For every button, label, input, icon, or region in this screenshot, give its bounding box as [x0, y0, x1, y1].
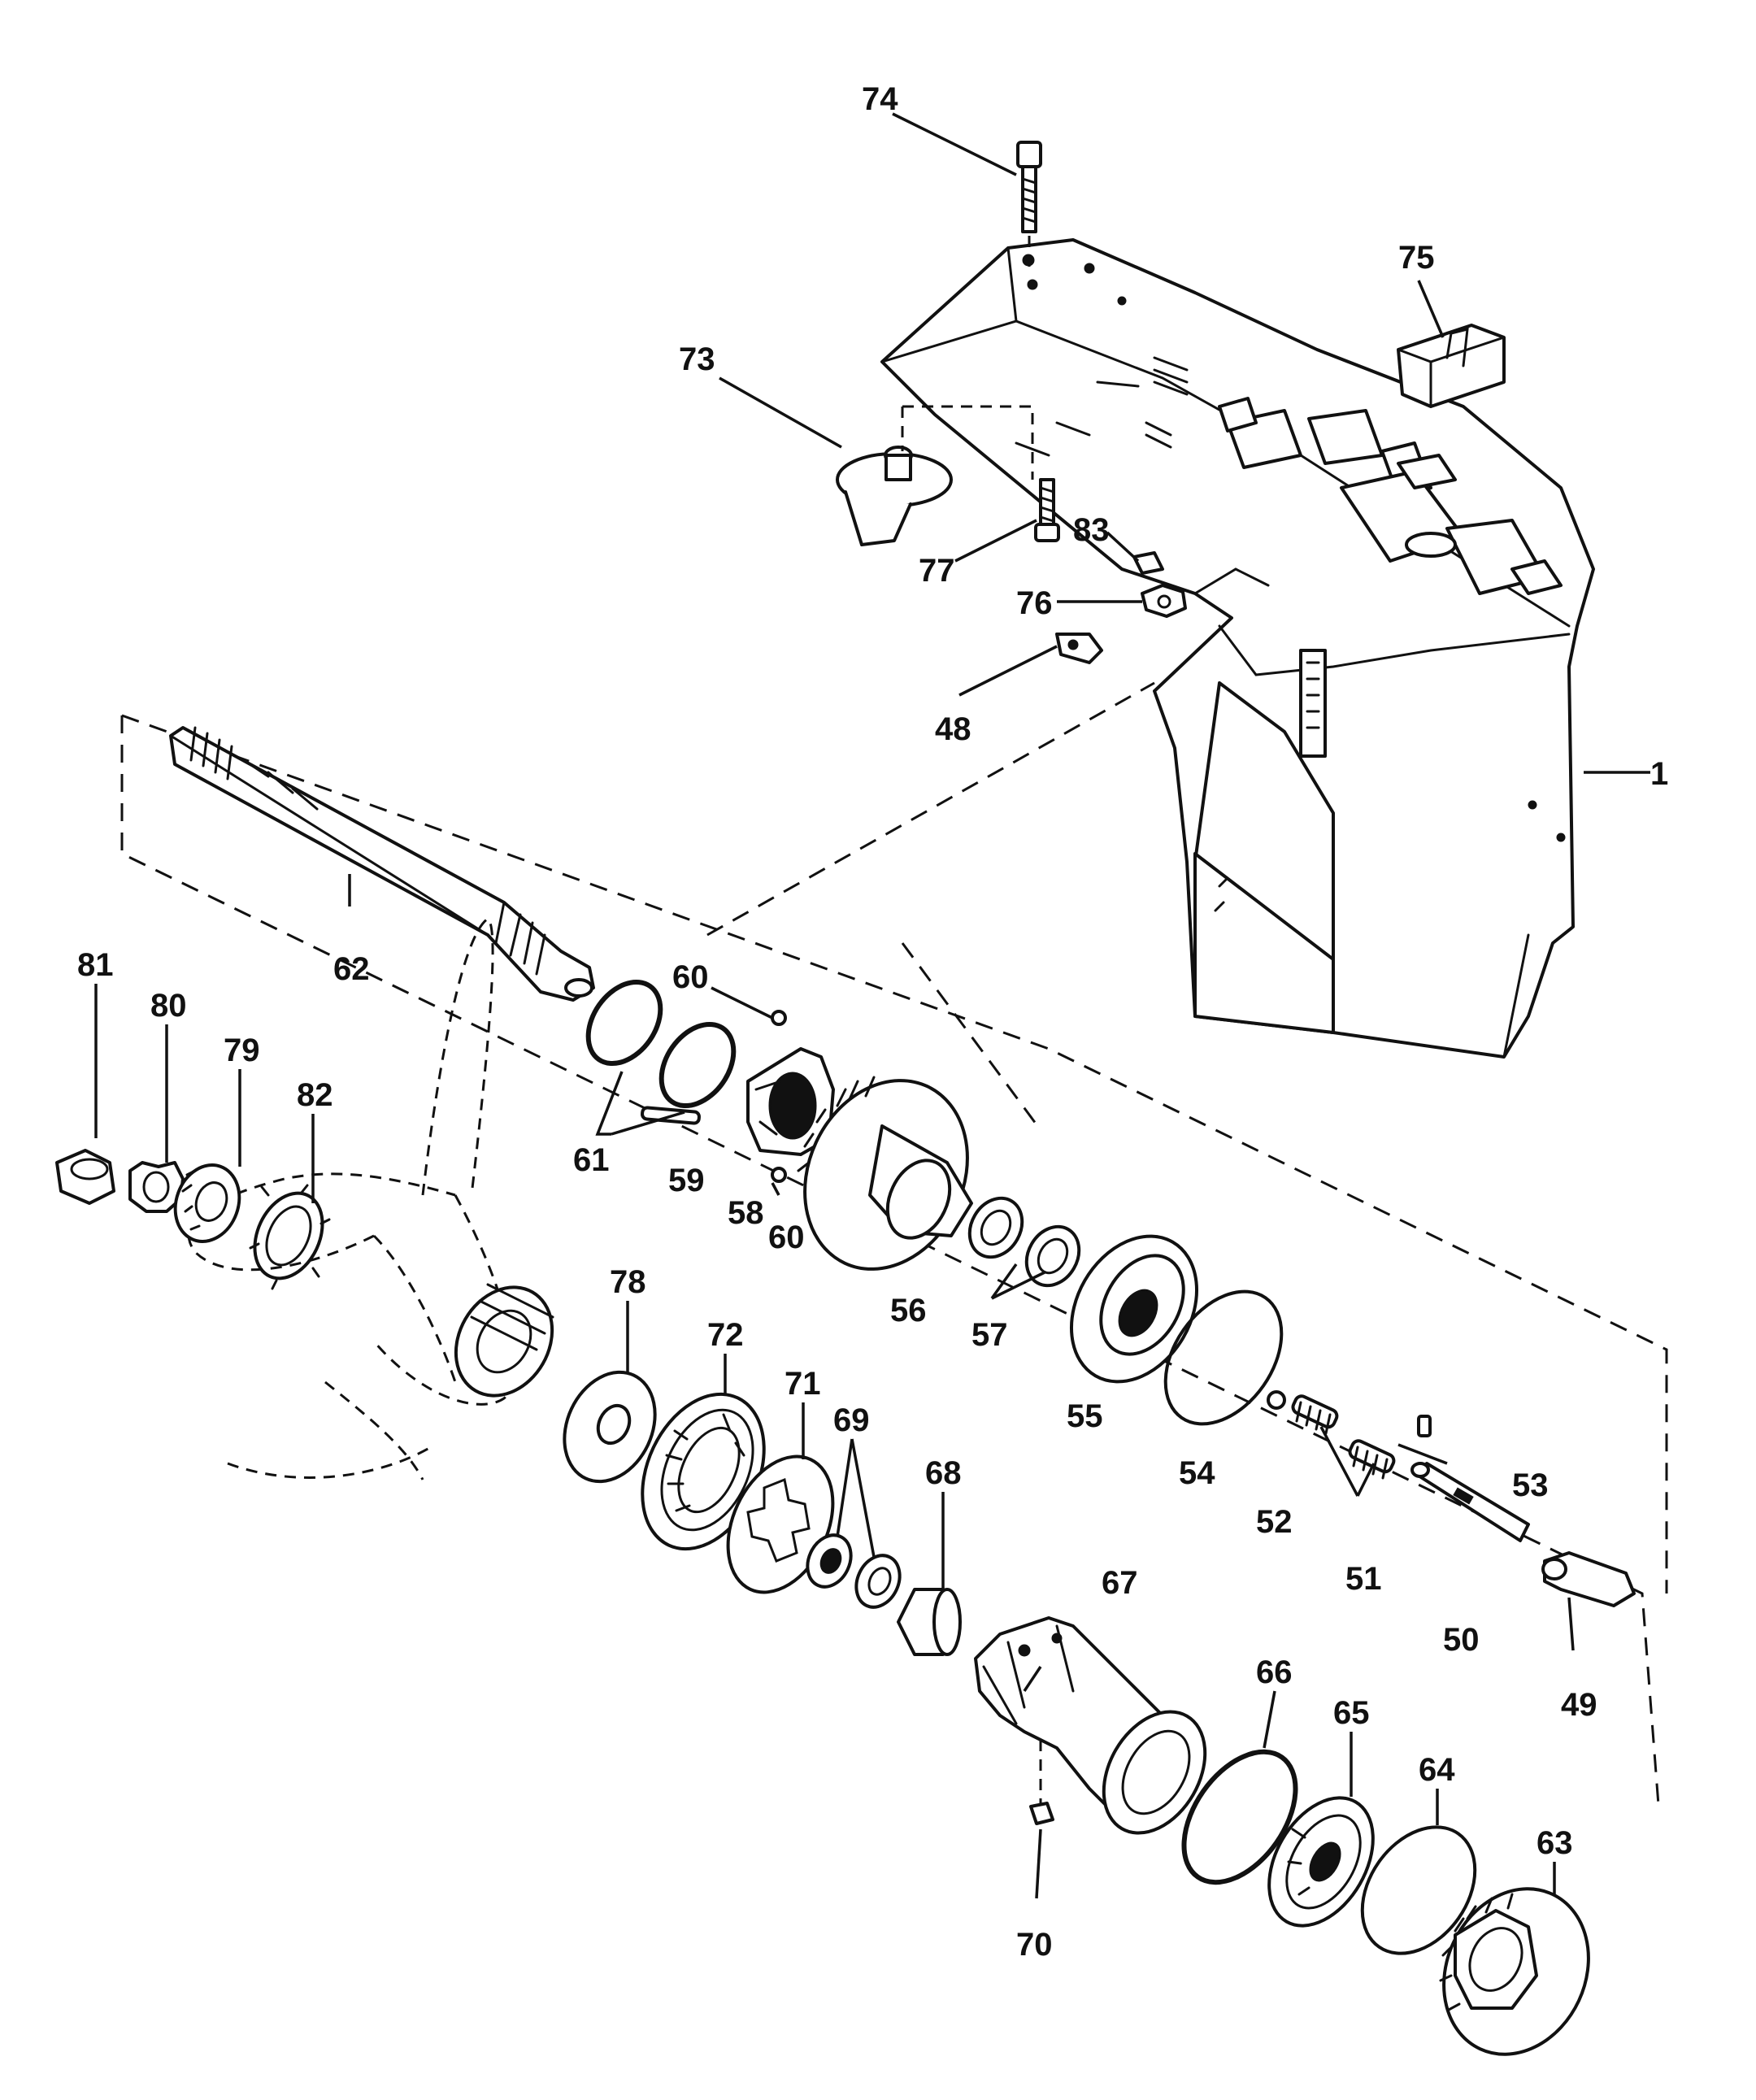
part-51-springs — [1291, 1394, 1396, 1480]
part-58-clutch — [746, 1047, 835, 1156]
callout-73: 73 — [679, 341, 715, 377]
callout-49: 49 — [1561, 1687, 1597, 1723]
callout-76: 76 — [1016, 585, 1053, 621]
part-60-ball-upper — [771, 1010, 787, 1026]
callout-79: 79 — [224, 1033, 260, 1068]
callout-74: 74 — [862, 81, 898, 117]
callout-66: 66 — [1256, 1654, 1293, 1690]
part-64-shim — [1360, 1825, 1477, 1955]
part-78-thrust-washer — [563, 1370, 657, 1484]
part-82-lock-washer — [249, 1184, 331, 1290]
part-62-propeller-shaft — [169, 726, 595, 1002]
callout-78: 78 — [610, 1264, 646, 1300]
callout-72: 72 — [707, 1317, 744, 1353]
part-65-ball-bearing — [1267, 1796, 1375, 1928]
part-61-rings — [585, 979, 737, 1109]
callout-1: 1 — [1650, 756, 1668, 792]
callout-77: 77 — [919, 553, 955, 589]
part-75 — [1397, 324, 1506, 408]
callout-50: 50 — [1443, 1622, 1480, 1658]
part-67-bearing-carrier — [974, 1616, 1207, 1835]
part-73-anode — [836, 405, 1034, 546]
propeller-outline — [187, 917, 554, 1480]
leader-lines-lower — [94, 984, 1556, 1894]
part-69-seals — [806, 1533, 902, 1609]
callout-labels: 74 75 73 83 77 76 48 1 81 62 80 60 79 82… — [77, 81, 1668, 1963]
callout-61: 61 — [573, 1142, 610, 1178]
callout-55: 55 — [1067, 1398, 1103, 1434]
part-66-o-ring — [1181, 1749, 1298, 1885]
part-60-ball-lower — [771, 1167, 787, 1183]
callout-75: 75 — [1398, 240, 1435, 276]
callout-59: 59 — [668, 1163, 705, 1198]
callout-68: 68 — [925, 1455, 962, 1491]
part-52-ball — [1267, 1390, 1286, 1410]
callout-65: 65 — [1333, 1695, 1370, 1731]
part-68-needle-bearing — [897, 1588, 962, 1656]
part-54-o-ring — [1163, 1289, 1284, 1426]
callout-64: 64 — [1419, 1752, 1455, 1788]
callout-56: 56 — [890, 1293, 927, 1328]
part-81-nut — [55, 1149, 115, 1205]
callout-54: 54 — [1179, 1455, 1215, 1491]
callout-81: 81 — [77, 947, 114, 983]
part-74-bolt — [1016, 141, 1042, 268]
callout-53: 53 — [1512, 1467, 1549, 1503]
gear-housing-part-1 — [880, 238, 1595, 1059]
callout-71: 71 — [785, 1366, 821, 1402]
part-56-forward-gear — [797, 1076, 973, 1271]
part-83-washer — [1132, 551, 1164, 575]
part-55-bearing-cup — [1069, 1234, 1199, 1384]
callout-83: 83 — [1073, 512, 1110, 548]
callout-48: 48 — [935, 711, 971, 747]
part-53-pin — [1417, 1415, 1432, 1437]
part-77-bolt — [1034, 478, 1060, 542]
leader-lines — [348, 112, 1650, 1899]
callout-67: 67 — [1102, 1565, 1138, 1601]
part-50-shaft — [1410, 1462, 1530, 1542]
callout-52: 52 — [1256, 1504, 1293, 1540]
part-63-reverse-gear — [1439, 1887, 1590, 2056]
part-70-key — [1029, 1802, 1054, 1825]
callout-57: 57 — [971, 1317, 1008, 1353]
callout-62: 62 — [333, 951, 370, 987]
callout-63: 63 — [1536, 1825, 1573, 1861]
callout-58: 58 — [728, 1195, 764, 1231]
callout-70: 70 — [1016, 1927, 1053, 1963]
part-49-cam — [1541, 1551, 1636, 1607]
callout-51: 51 — [1345, 1561, 1382, 1597]
callout-82: 82 — [297, 1077, 333, 1113]
part-57-bearings — [967, 1196, 1081, 1288]
callout-80: 80 — [150, 988, 187, 1024]
part-48-plate — [1055, 633, 1103, 664]
callout-60-lower: 60 — [768, 1220, 805, 1255]
callout-69: 69 — [833, 1402, 870, 1438]
part-76-nut — [1141, 584, 1187, 618]
part-79-spacer — [173, 1163, 241, 1243]
callout-60-upper: 60 — [672, 959, 709, 995]
